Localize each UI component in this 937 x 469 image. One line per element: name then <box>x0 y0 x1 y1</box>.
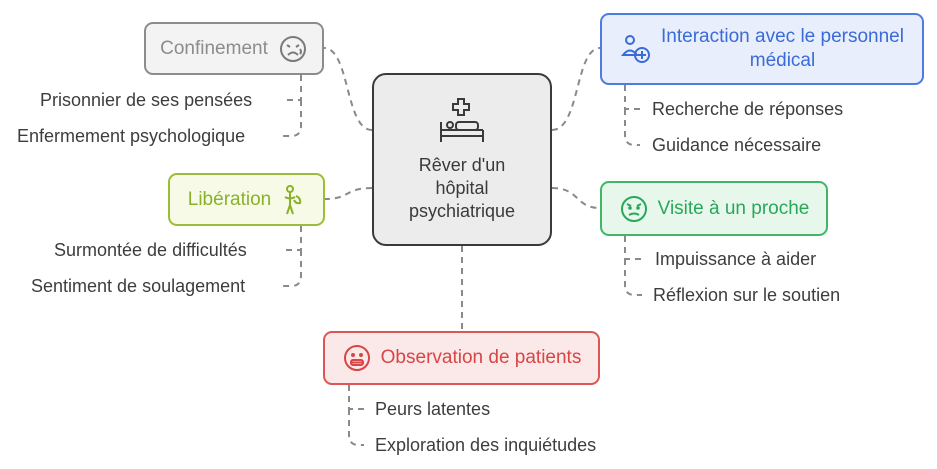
worried-face-icon <box>619 194 649 224</box>
link-int-2 <box>624 109 640 146</box>
central-topic-node[interactable]: Rêver d'un hôpital psychiatrique <box>372 73 552 246</box>
link-visite <box>551 187 601 209</box>
sad-face-icon <box>278 34 308 64</box>
leaf-interaction-1: Recherche de réponses <box>652 99 844 119</box>
person-relief-icon <box>281 184 305 216</box>
node-observation-label: Observation de patients <box>380 347 582 368</box>
node-liberation-label: Libération <box>187 188 272 210</box>
link-vis-1 <box>624 236 642 260</box>
leaf-observation-1: Peurs latentes <box>375 399 491 419</box>
link-lib-2 <box>283 250 302 287</box>
node-interaction-label: Interaction avec le personnel médical <box>661 26 904 71</box>
link-conf-1 <box>283 75 302 101</box>
medical-staff-icon <box>620 33 652 65</box>
leaf-liberation-1: Surmontée de difficultés <box>54 240 247 260</box>
leaf-observation-2: Exploration des inquiétudes <box>375 435 597 455</box>
node-visite-label: Visite à un proche <box>657 197 810 219</box>
link-obs-2 <box>348 409 364 446</box>
leaf-confinement-1: Prisonnier de ses pensées <box>40 90 253 110</box>
link-vis-2 <box>624 259 642 296</box>
link-conf-2 <box>283 100 302 137</box>
link-interaction <box>551 47 601 131</box>
node-observation[interactable]: Observation de patients <box>323 331 600 385</box>
node-interaction[interactable]: Interaction avec le personnel médical <box>600 13 924 85</box>
node-liberation[interactable]: Libération <box>168 173 325 226</box>
leaf-visite-2: Réflexion sur le soutien <box>653 285 841 305</box>
link-obs-1 <box>348 385 364 410</box>
link-confinement <box>323 47 373 131</box>
node-confinement[interactable]: Confinement <box>144 22 324 75</box>
leaf-visite-1: Impuissance à aider <box>655 249 817 269</box>
grimace-face-icon <box>342 343 372 373</box>
leaf-confinement-2: Enfermement psychologique <box>17 126 246 146</box>
node-visite[interactable]: Visite à un proche <box>600 181 828 236</box>
leaf-liberation-2: Sentiment de soulagement <box>31 276 246 296</box>
central-topic-label: Rêver d'un hôpital psychiatrique <box>408 155 516 221</box>
link-liberation <box>324 187 373 200</box>
link-int-1 <box>624 85 640 110</box>
hospital-bed-icon <box>436 96 488 150</box>
link-lib-1 <box>283 226 302 251</box>
leaf-interaction-2: Guidance nécessaire <box>652 135 822 155</box>
node-confinement-label: Confinement <box>160 37 268 59</box>
